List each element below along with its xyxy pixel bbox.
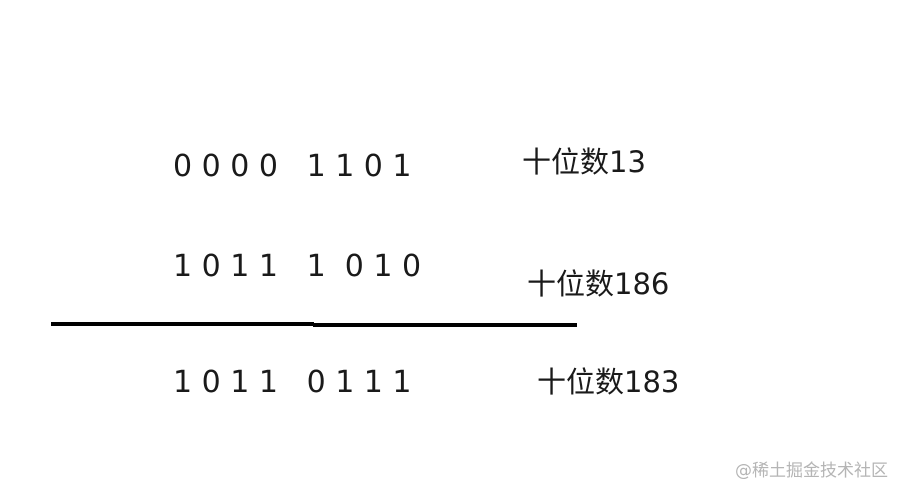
- bit-row-3: 1 0 1 1 0 1 1 1: [173, 365, 412, 400]
- divider-line-left: [51, 322, 314, 326]
- label-row-2: 十位数186: [527, 267, 670, 301]
- label-row-1: 十位数13: [522, 145, 646, 179]
- divider-line-right: [313, 323, 577, 327]
- watermark-text: @稀土掘金技术社区: [735, 461, 888, 481]
- bit-row-1: 0 0 0 0 1 1 0 1: [173, 149, 412, 184]
- bit-row-2: 1 0 1 1 1 0 1 0: [173, 249, 422, 284]
- label-row-3: 十位数183: [537, 365, 680, 399]
